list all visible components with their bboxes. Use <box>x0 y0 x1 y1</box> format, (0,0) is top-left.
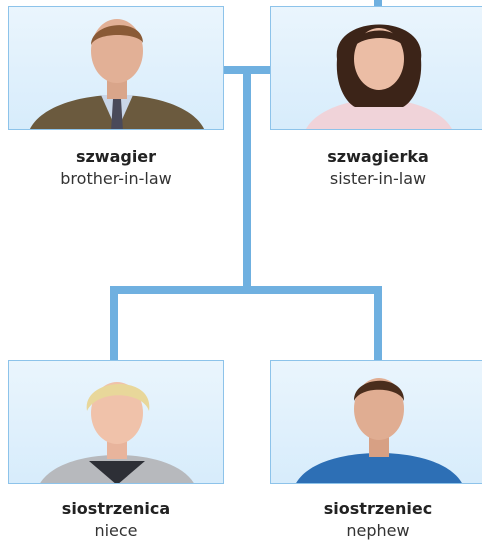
connector-child-left <box>110 290 118 362</box>
caption-niece: siostrzenica niece <box>8 498 224 542</box>
label-polish: siostrzenica <box>61 499 171 518</box>
label-english: niece <box>94 521 138 540</box>
photo-brother-in-law <box>8 6 224 130</box>
label-english: sister-in-law <box>329 169 427 188</box>
label-english: nephew <box>346 521 410 540</box>
photo-nephew <box>270 360 482 484</box>
caption-sister-in-law: szwagierka sister-in-law <box>270 146 482 190</box>
connector-child-right <box>374 290 382 362</box>
caption-brother-in-law: szwagier brother-in-law <box>8 146 224 190</box>
connector-trunk <box>243 70 251 294</box>
label-polish: siostrzeniec <box>323 499 433 518</box>
connector-children-bar <box>110 286 382 294</box>
caption-nephew: siostrzeniec nephew <box>270 498 482 542</box>
photo-sister-in-law <box>270 6 482 130</box>
label-english: brother-in-law <box>60 169 172 188</box>
label-polish: szwagierka <box>327 147 429 166</box>
label-polish: szwagier <box>75 147 157 166</box>
photo-niece <box>8 360 224 484</box>
